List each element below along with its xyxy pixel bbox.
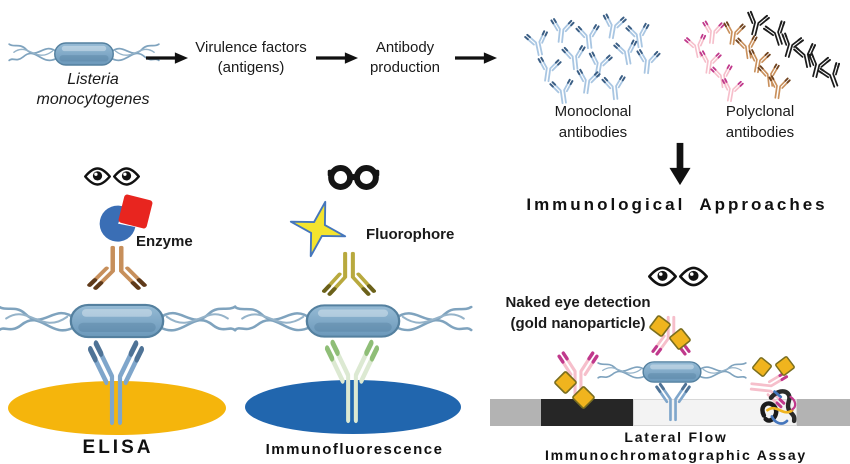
arrow-right-icon xyxy=(314,50,360,66)
monoclonal-label: Monoclonal antibodies xyxy=(554,103,632,141)
detection-antibody-icon xyxy=(89,247,145,289)
gold-nanoparticle-icon xyxy=(667,326,693,352)
polyclonal-antibody-icon xyxy=(766,75,790,100)
enzyme-label: Enzyme xyxy=(136,233,193,250)
arrow-down-icon xyxy=(667,141,693,187)
eye-icon xyxy=(678,266,709,287)
if-slide-ellipse xyxy=(245,380,461,434)
gold-nanoparticle-icon xyxy=(773,354,797,378)
strip-absorbent-pad xyxy=(797,399,850,426)
approaches-title: Immunological Approaches xyxy=(526,195,828,214)
eye-icon xyxy=(83,167,112,186)
gold-nanoparticle-icon xyxy=(750,355,774,379)
strip-left-pad xyxy=(490,399,541,426)
monoclonal-antibody-icon xyxy=(602,75,627,101)
monoclonal-antibody-icon xyxy=(574,69,600,95)
capture-antibody-icon xyxy=(90,343,142,423)
organism-label: Listeria monocytogenes xyxy=(36,71,150,108)
eye-icon xyxy=(112,167,141,186)
gold-nanoparticle-icon xyxy=(571,385,596,410)
capture-antibody-icon xyxy=(327,342,377,421)
protein-ribbon-icon xyxy=(756,380,802,428)
elisa-title: ELISA xyxy=(82,437,154,458)
eye-icon xyxy=(647,266,678,287)
polyclonal-antibody-icon xyxy=(818,62,846,90)
lateral-flow-title: Lateral Flow Immunochromatographic Assay xyxy=(544,429,808,463)
antibody-production-label: Antibody production xyxy=(369,39,441,76)
arrow-right-icon xyxy=(144,50,190,66)
goggles-icon xyxy=(326,162,381,193)
naked-eye-label: Naked eye detection (gold nanoparticle) xyxy=(505,294,651,332)
virulence-factors-label: Virulence factors (antigens) xyxy=(195,39,307,76)
capture-antibody-icon xyxy=(656,384,690,420)
polyclonal-antibody-icon xyxy=(719,78,744,103)
polyclonal-label: Polyclonal antibodies xyxy=(725,103,795,141)
fluorophore-label: Fluorophore xyxy=(366,226,455,243)
monoclonal-antibody-icon xyxy=(635,49,660,75)
immunofluorescence-title: Immunofluorescence xyxy=(265,441,444,458)
elisa-plate-ellipse xyxy=(8,381,226,435)
arrow-right-icon xyxy=(453,50,499,66)
